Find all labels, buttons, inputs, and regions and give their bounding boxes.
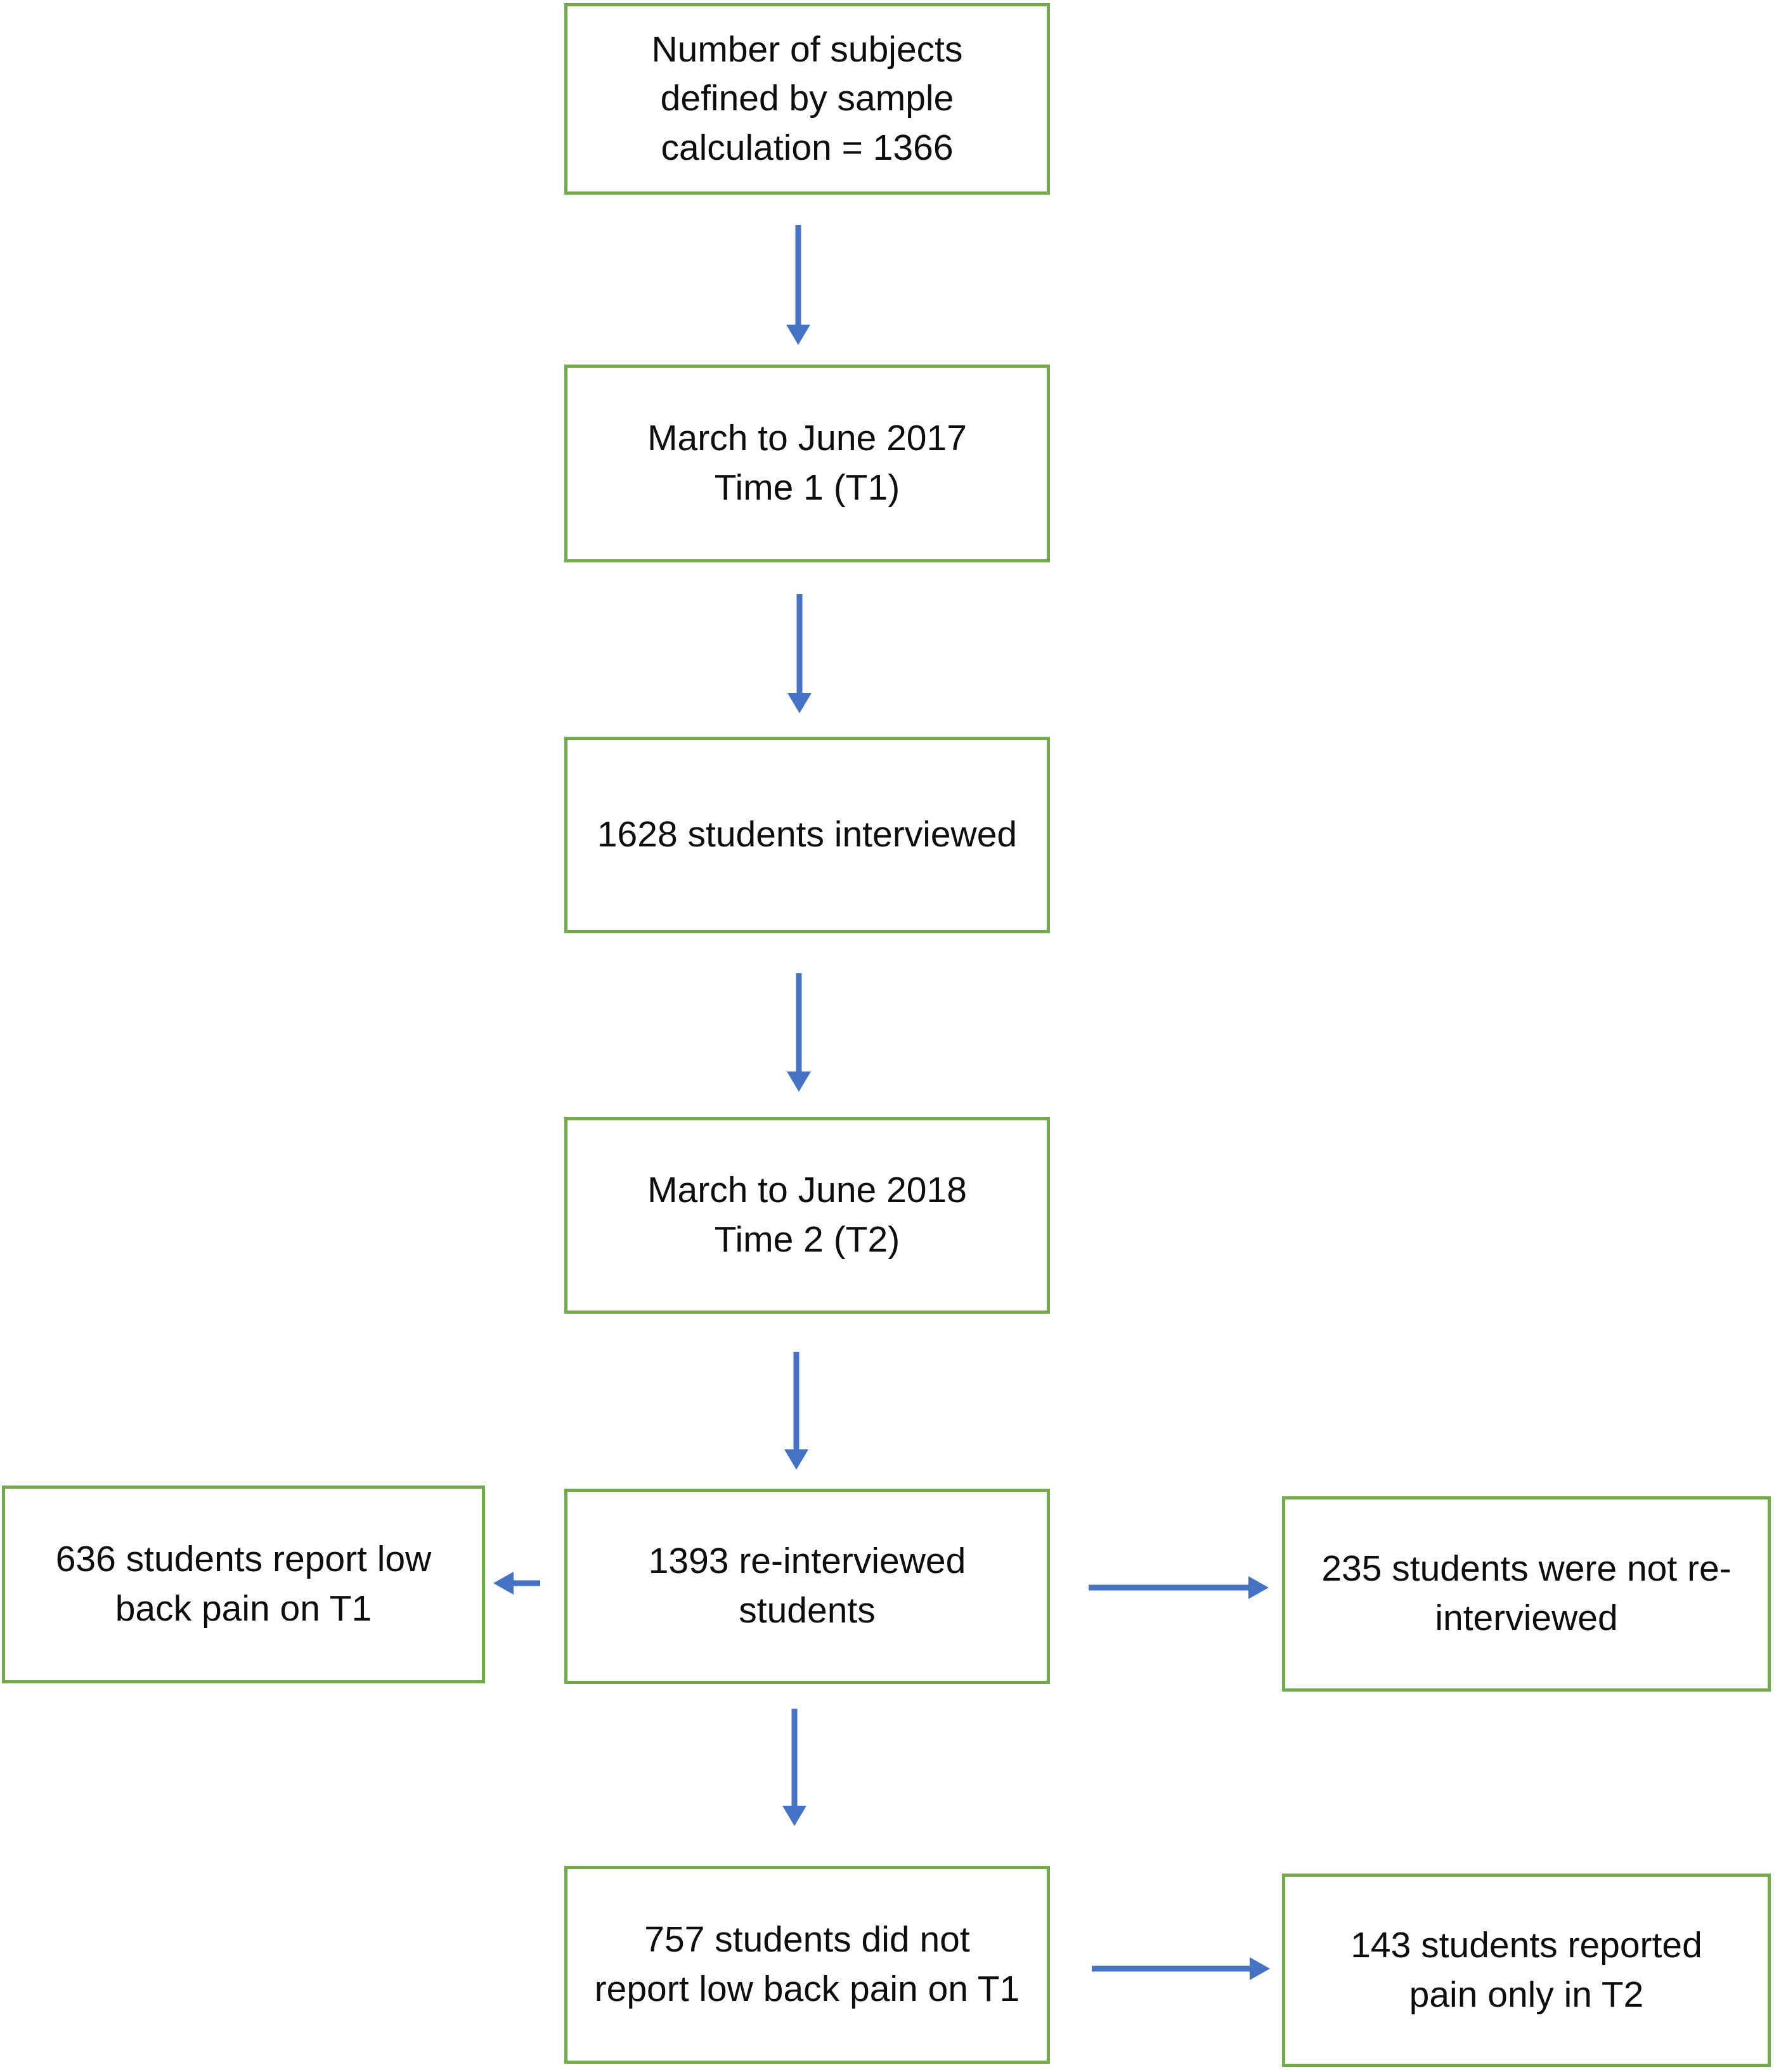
arrow-reinterviewed-to-nolbp xyxy=(782,1709,806,1826)
flow-box-no-lbp-on-t1-label: 757 students did not report low back pai… xyxy=(594,1919,1020,2009)
flow-box-t2-period: March to June 2018 Time 2 (T2) xyxy=(564,1117,1050,1314)
arrow-t1-to-interviewed xyxy=(787,594,812,713)
flow-box-t1-period-label: March to June 2017 Time 1 (T1) xyxy=(647,418,967,508)
flow-box-t1-period: March to June 2017 Time 1 (T1) xyxy=(564,365,1050,562)
flow-box-t2-period-label: March to June 2018 Time 2 (T2) xyxy=(647,1170,967,1260)
flow-box-interviewed: 1628 students interviewed xyxy=(564,737,1050,933)
arrow-sample-to-t1 xyxy=(786,225,810,345)
flow-box-sample-size: Number of subjects defined by sample cal… xyxy=(564,3,1050,195)
flow-box-reinterviewed: 1393 re-interviewed students xyxy=(564,1489,1050,1684)
arrow-reinterviewed-to-lbp xyxy=(493,1572,540,1595)
arrow-interviewed-to-t2 xyxy=(787,973,811,1092)
arrow-nolbp-to-painonly xyxy=(1092,1957,1270,1980)
flow-box-lbp-on-t1-label: 636 students report low back pain on T1 xyxy=(55,1539,432,1629)
flow-box-pain-only-t2-label: 143 students reported pain only in T2 xyxy=(1350,1924,1702,2015)
flow-box-reinterviewed-label: 1393 re-interviewed students xyxy=(648,1541,966,1631)
flow-box-lbp-on-t1: 636 students report low back pain on T1 xyxy=(2,1486,485,1683)
flow-box-not-reinterviewed-label: 235 students were not re- interviewed xyxy=(1321,1548,1732,1638)
arrow-reinterviewed-to-notreinterviewed xyxy=(1089,1576,1269,1599)
arrow-t2-to-reinterviewed xyxy=(784,1352,808,1470)
flow-box-interviewed-label: 1628 students interviewed xyxy=(597,814,1018,855)
flow-box-pain-only-t2: 143 students reported pain only in T2 xyxy=(1282,1874,1771,2067)
flow-box-sample-size-label: Number of subjects defined by sample cal… xyxy=(651,29,963,168)
flow-box-no-lbp-on-t1: 757 students did not report low back pai… xyxy=(564,1866,1050,2064)
flow-box-not-reinterviewed: 235 students were not re- interviewed xyxy=(1282,1496,1771,1692)
